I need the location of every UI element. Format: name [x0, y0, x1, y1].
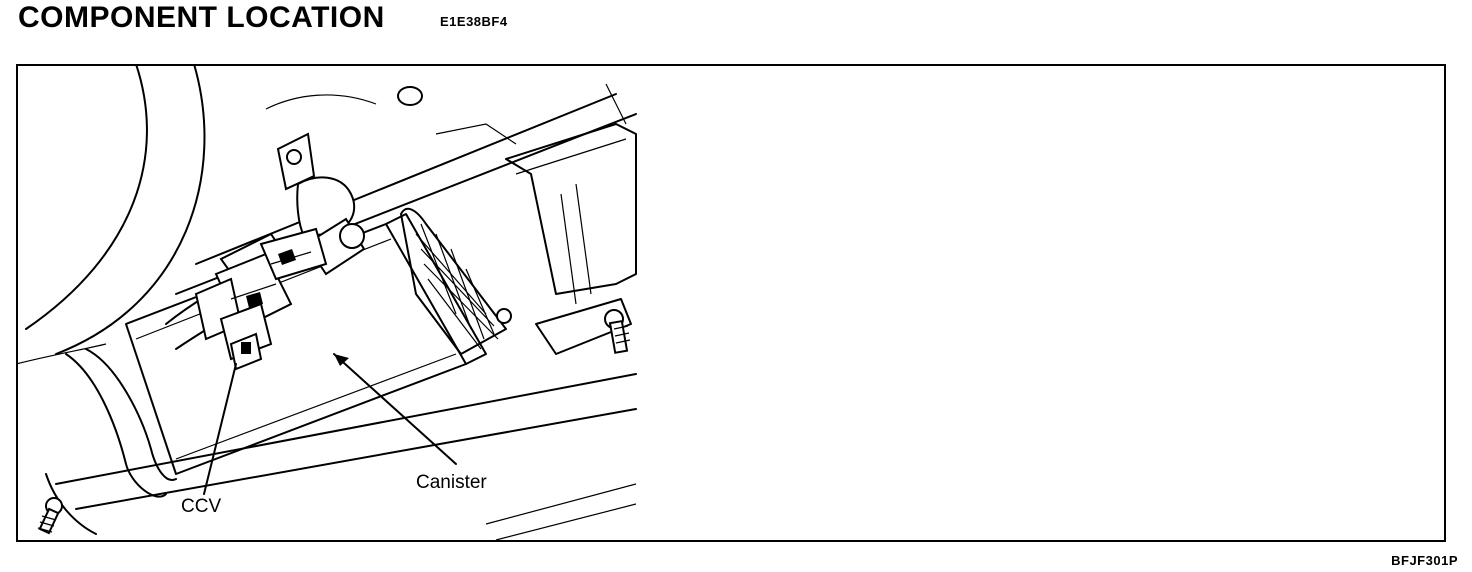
canister-callout-label: Canister	[416, 472, 487, 493]
ccv-callout-label: CCV	[181, 496, 222, 517]
section-code: E1E38BF4	[440, 14, 508, 29]
figure-code: BFJF301P	[1391, 553, 1458, 568]
diagram-frame	[16, 64, 1446, 542]
component-illustration	[16, 64, 637, 540]
page-title: COMPONENT LOCATION	[18, 1, 385, 34]
